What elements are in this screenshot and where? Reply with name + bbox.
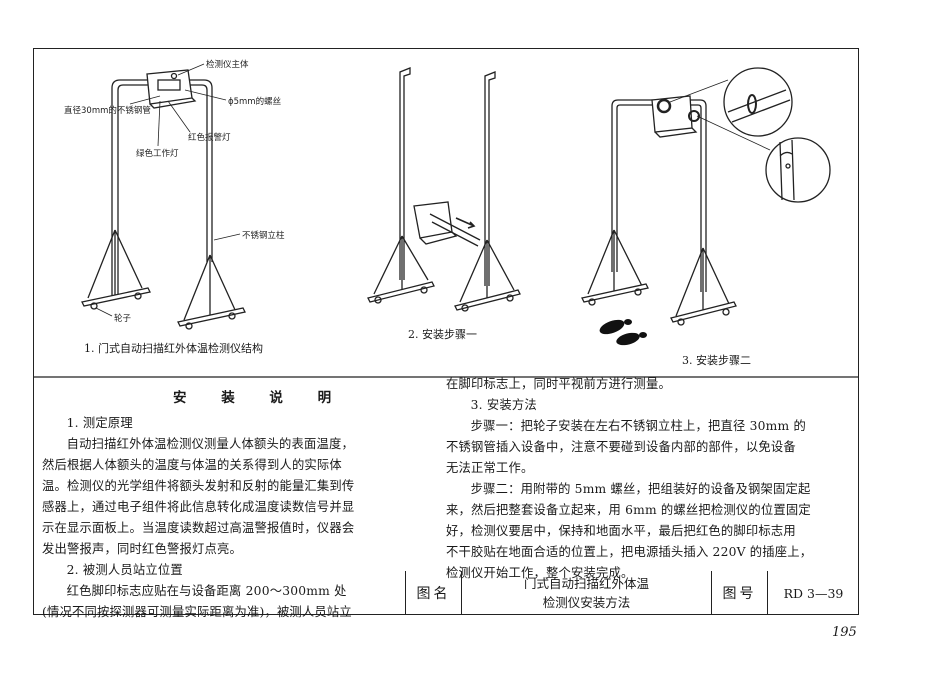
label-red-lamp: 红色报警灯 <box>188 132 231 143</box>
paragraph-line: 步骤二：用附带的 5mm 螺丝，把组装好的设备及钢架固定起 <box>470 482 811 496</box>
drawing-number: RD 3—39 <box>767 571 859 615</box>
paragraph-line: 步骤一：把轮子安装在左右不锈钢立柱上，把直径 30mm 的 <box>470 419 807 433</box>
paragraph-line: 温。检测仪的光学组件将额头发射和反射的能量汇集到传 <box>42 479 355 493</box>
instructions-heading: 安 装 说 明 <box>173 390 347 406</box>
paragraph-line: 感器上，通过电子组件将此信息转化成温度读数信号并显 <box>42 500 355 514</box>
paragraph-line: 无法正常工作。 <box>446 461 534 475</box>
title-block: 图名 门式自动扫描红外体温 检测仪安装方法 图号 RD 3—39 <box>405 571 859 615</box>
title-name-label: 图名 <box>405 571 461 615</box>
label-main-body: 检测仪主体 <box>206 59 249 70</box>
paragraph-line: 来，然后把整套设备立起来，用 6mm 的螺丝把检测仪的位置固定 <box>446 503 811 517</box>
title-line-1: 门式自动扫描红外体温 <box>523 576 649 591</box>
paragraph-line: 自动扫描红外体温检测仪测量人体额头的表面温度， <box>66 437 355 451</box>
figure-2-frame <box>367 67 521 312</box>
label-column: 不锈钢立柱 <box>242 230 285 241</box>
title-line-2: 检测仪安装方法 <box>542 595 631 610</box>
figure-3-caption: 3. 安装步骤二 <box>682 354 751 367</box>
paragraph-line: 不干胶贴在地面合适的位置上，把电源插头插入 220V 的插座上， <box>446 545 813 559</box>
figure-1-frame <box>81 63 246 330</box>
drawing-frame <box>33 48 859 615</box>
label-tube: 直径30mm的不锈钢管 <box>64 105 151 116</box>
footprints-icon <box>599 319 647 346</box>
title-number-label: 图号 <box>711 571 767 615</box>
paragraph-line: 1. 测定原理 <box>66 416 133 430</box>
page-number: 195 <box>832 625 857 640</box>
paragraph-line: 示在显示面板上。当温度读数超过高温警报值时，仪器会 <box>42 521 355 535</box>
label-green-lamp: 绿色工作灯 <box>136 148 179 159</box>
paragraph-line: 不锈钢管插入设备中，注意不要碰到设备内部的部件，以免设备 <box>446 440 796 454</box>
figure-3-frame <box>581 67 831 326</box>
instructions-left-column: 1. 测定原理自动扫描红外体温检测仪测量人体额头的表面温度， 然后根据人体额头的温… <box>42 413 410 623</box>
title-text: 门式自动扫描红外体温 检测仪安装方法 <box>461 571 711 615</box>
figure-2-caption: 2. 安装步骤一 <box>408 328 477 341</box>
paragraph-line: 红色脚印标志应贴在与设备距离 200～300mm 处 <box>66 584 347 598</box>
label-screw: ϕ5mm的螺丝 <box>228 96 282 107</box>
label-wheel: 轮子 <box>114 313 132 324</box>
paragraph-line: 2. 被测人员站立位置 <box>66 563 183 577</box>
paragraph-line: (情况不同按探测器可测量实际距离为准)，被测人员站立 <box>42 605 352 619</box>
instructions-right-column: 在脚印标志上，同时平视前方进行测量。 3. 安装方法步骤一：把轮子安装在左右不锈钢… <box>446 374 856 584</box>
paragraph-line: 好，检测仪要居中，保持和地面水平，最后把红色的脚印标志用 <box>446 524 796 538</box>
paragraph-line: 发出警报声，同时红色警报灯点亮。 <box>42 542 242 556</box>
paragraph-line: 在脚印标志上，同时平视前方进行测量。 <box>446 377 671 391</box>
paragraph-line: 3. 安装方法 <box>470 398 537 412</box>
paragraph-line: 然后根据人体额头的温度与体温的关系得到人的实际体 <box>42 458 342 472</box>
paragraph-line: 检测仪开始工作，整个安装完成。 <box>446 566 634 580</box>
figure-1-caption: 1. 门式自动扫描红外体温检测仪结构 <box>84 342 263 355</box>
